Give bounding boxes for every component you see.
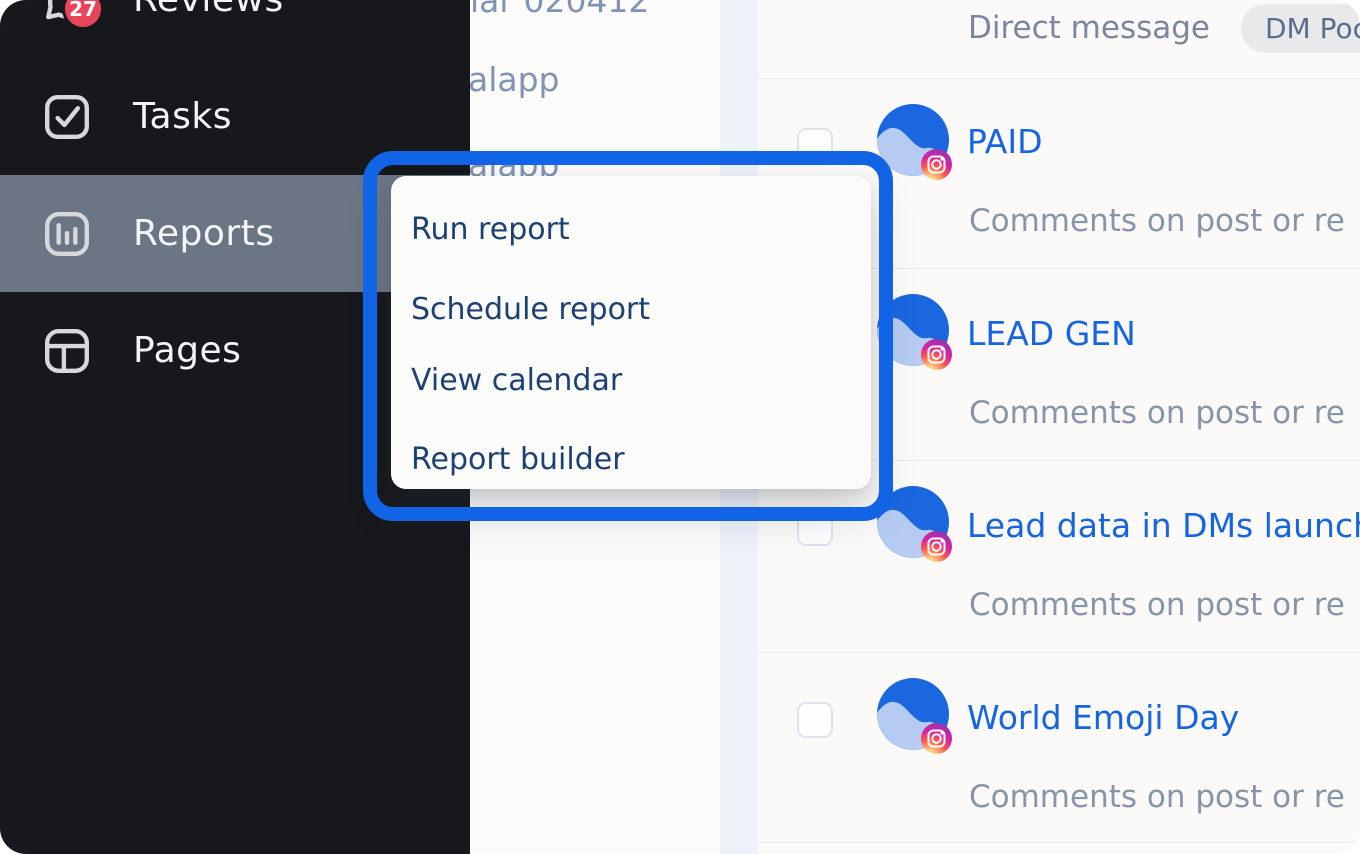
- row-divider: [758, 842, 1360, 843]
- conversation-title-link[interactable]: LEAD GEN: [967, 314, 1136, 353]
- sidebar-item-label: Reports: [133, 213, 275, 254]
- row-divider: [758, 268, 1360, 269]
- menu-item-report-builder[interactable]: Report builder: [411, 442, 625, 477]
- list-item[interactable]: lar 020412: [470, 0, 650, 20]
- conversation-title-link[interactable]: Lead data in DMs launch: [967, 506, 1360, 545]
- conversation-subtitle: Comments on post or re: [969, 395, 1345, 431]
- row-checkbox[interactable]: [797, 702, 833, 738]
- avatar: [877, 678, 952, 754]
- reports-chart-icon: [42, 209, 92, 259]
- conversation-subtitle: Comments on post or re: [969, 203, 1345, 239]
- pages-layout-icon: [42, 326, 92, 376]
- instagram-icon: [921, 723, 952, 754]
- row-checkbox[interactable]: [797, 510, 833, 546]
- channel-label: Direct message: [968, 10, 1210, 46]
- sidebar-item-reviews[interactable]: 27 Reviews: [0, 0, 470, 58]
- row-divider: [758, 652, 1360, 653]
- instagram-icon: [921, 339, 952, 370]
- avatar: [877, 294, 952, 370]
- reviews-count-badge: 27: [62, 0, 104, 30]
- menu-item-run-report[interactable]: Run report: [411, 212, 570, 247]
- sidebar: 27 Reviews Tasks Report: [0, 0, 470, 854]
- sidebar-item-label: Pages: [133, 330, 242, 371]
- reports-context-menu: Run report Schedule report View calendar…: [391, 176, 871, 489]
- avatar: [877, 104, 952, 180]
- conversation-subtitle: Comments on post or re: [969, 587, 1345, 623]
- conversation-title-link[interactable]: World Emoji Day: [967, 698, 1240, 737]
- list-item[interactable]: alapp: [468, 60, 560, 99]
- conversation-title-link[interactable]: PAID: [967, 122, 1043, 161]
- row-checkbox[interactable]: [797, 128, 833, 164]
- instagram-icon: [921, 149, 952, 180]
- menu-item-view-calendar[interactable]: View calendar: [411, 363, 623, 398]
- row-divider: [758, 460, 1360, 461]
- sidebar-item-tasks[interactable]: Tasks: [0, 58, 470, 175]
- sidebar-item-label: Tasks: [133, 96, 232, 137]
- row-divider: [758, 78, 1360, 79]
- conversation-subtitle: Comments on post or re: [969, 779, 1345, 815]
- reviews-bubble-icon: 27: [42, 0, 104, 30]
- dm-filter-pill[interactable]: DM Poc: [1241, 4, 1360, 53]
- menu-item-schedule-report[interactable]: Schedule report: [411, 292, 651, 327]
- sidebar-item-label: Reviews: [133, 0, 284, 20]
- avatar: [877, 486, 952, 562]
- sidebar-item-pages[interactable]: Pages: [0, 292, 470, 409]
- brand-avatar-image: [877, 486, 949, 558]
- instagram-icon: [921, 531, 952, 562]
- tasks-check-icon: [42, 92, 92, 142]
